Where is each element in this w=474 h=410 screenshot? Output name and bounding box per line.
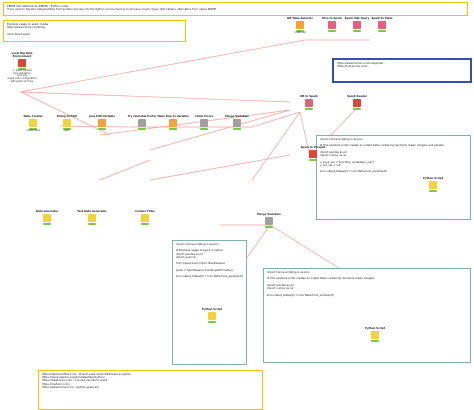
status-indicator	[309, 159, 317, 161]
python-icon	[371, 331, 379, 339]
node-db-to-spark[interactable]: DB to Spark	[292, 92, 326, 110]
node-db-table-selector[interactable]: DB Table Selector create sql	[287, 16, 313, 34]
node-merge-variables-low[interactable]: Merge Variables	[252, 210, 286, 228]
status-indicator	[371, 340, 379, 342]
node-java-edit-variable[interactable]: Java Edit Variable	[85, 112, 119, 130]
node-local-big-data[interactable]: Local Big Data Environment <- spark cont…	[7, 51, 37, 83]
spark-icon	[353, 21, 361, 29]
status-indicator	[208, 321, 216, 323]
node-data-generator[interactable]: Data Generator	[30, 207, 64, 225]
status-indicator	[29, 128, 37, 130]
node-spark-to-parquet[interactable]: Spark to Parquet	[296, 143, 330, 161]
status-indicator	[353, 108, 361, 110]
node-python-script-low-right[interactable]: Python Script	[358, 324, 392, 342]
status-indicator	[378, 30, 386, 32]
node-string-to-path[interactable]: String to Path path	[56, 114, 78, 132]
code-annotation-right-mid: import knime.scripting.io as knio # This…	[316, 135, 471, 220]
status-indicator	[43, 223, 51, 225]
catch-icon	[200, 119, 208, 127]
big-data-icon	[18, 59, 26, 67]
python-icon	[208, 312, 216, 320]
node-spark-to-table[interactable]: Spark to Table	[365, 14, 399, 32]
node-spark-reader[interactable]: Spark Reader	[340, 92, 374, 110]
status-indicator	[265, 226, 273, 228]
status-indicator	[328, 30, 336, 32]
status-indicator	[305, 108, 313, 110]
reader-icon	[353, 99, 361, 107]
status-indicator	[296, 30, 304, 32]
status-indicator	[138, 128, 146, 130]
status-indicator	[233, 128, 241, 130]
status-indicator	[63, 128, 71, 130]
left-info-note: Example usage on spark cluster https://w…	[3, 20, 186, 42]
database-icon	[296, 21, 304, 29]
node-hive-to-spark[interactable]: Hive to Spark	[315, 14, 349, 32]
table-icon	[29, 119, 37, 127]
node-merge-variables[interactable]: Merge Variables	[220, 112, 254, 130]
node-python-script-right[interactable]: Python Script	[416, 174, 450, 192]
path-icon	[63, 119, 71, 127]
try-icon	[138, 119, 146, 127]
node-column-filter[interactable]: Column Filter	[128, 207, 162, 225]
node-spark-sql-query[interactable]: Spark SQL Query	[340, 14, 374, 32]
status-indicator	[353, 30, 361, 32]
status-indicator	[200, 128, 208, 130]
status-indicator	[141, 223, 149, 225]
node-try-variable[interactable]: Try (Variable Ports)	[125, 112, 159, 130]
merge-icon	[265, 217, 273, 225]
spark-icon	[305, 99, 313, 107]
top-banner-note: KNIME SQL Statements (KNIME) - Python no…	[3, 2, 468, 16]
code-annotation-left-low: import knime.scripting.io as knio # Exam…	[172, 240, 247, 365]
status-indicator	[88, 223, 96, 225]
bottom-links-note: https://stackoverflow.com/.../how-to-rea…	[38, 370, 263, 410]
node-catch-errors[interactable]: Catch Errors	[187, 112, 221, 130]
code-annotation-right-low: import knime.scripting.io as knio # This…	[263, 268, 471, 363]
blue-link-note: https://www.knime.com/nodeguide/... http…	[332, 58, 472, 83]
spark-icon	[378, 21, 386, 29]
status-indicator	[429, 190, 437, 192]
java-icon	[98, 119, 106, 127]
generator-icon	[88, 214, 96, 222]
node-table-row-to-variable[interactable]: Table Row to Variable	[156, 112, 190, 130]
node-python-script-left[interactable]: Python Script	[195, 305, 229, 323]
python-icon	[429, 181, 437, 189]
variable-icon	[169, 119, 177, 127]
status-indicator	[18, 68, 26, 70]
generator-icon	[43, 214, 51, 222]
spark-icon	[328, 21, 336, 29]
node-table-creator[interactable]: Table Creator create table	[23, 114, 43, 132]
filter-icon	[141, 214, 149, 222]
status-indicator	[98, 128, 106, 130]
parquet-icon	[309, 150, 317, 158]
merge-icon	[233, 119, 241, 127]
status-indicator	[169, 128, 177, 130]
node-test-data-generator[interactable]: Test Data Generator	[75, 207, 109, 225]
